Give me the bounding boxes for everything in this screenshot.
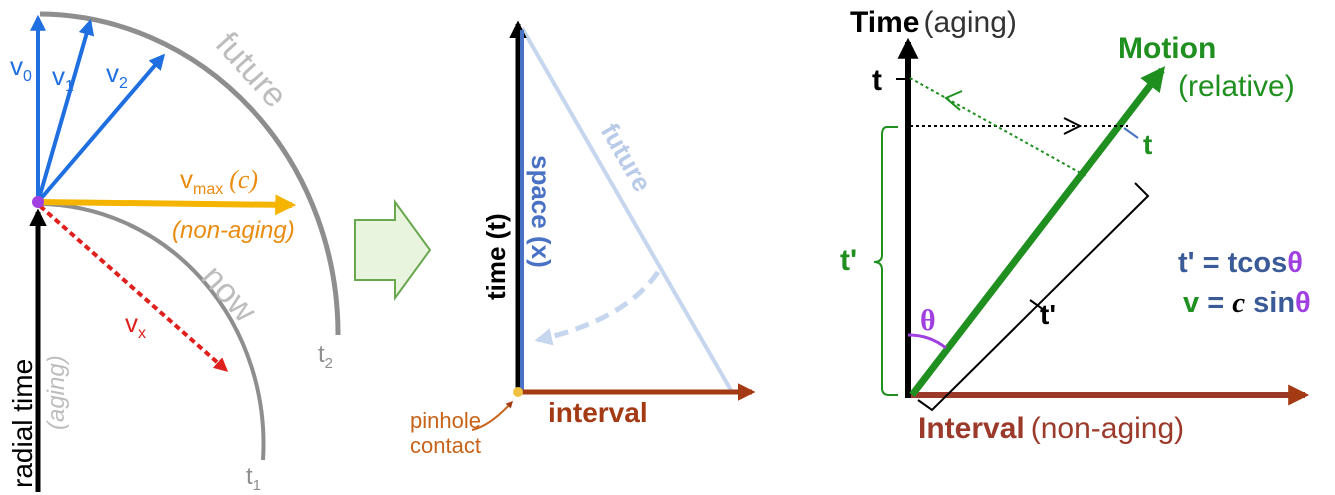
vx-arrow	[38, 204, 229, 372]
t-prime-mid-label: t'	[1040, 299, 1056, 330]
theta-arc	[907, 333, 947, 350]
t-axis-label: t	[872, 64, 882, 97]
future-label-2: future	[595, 118, 658, 197]
t2-label: t2	[318, 341, 333, 372]
future-label: future	[208, 25, 294, 115]
vmax-label: vmax(c)	[180, 164, 258, 198]
motion-label: Motion	[1118, 32, 1216, 65]
t-prime-bracket-tick	[1029, 299, 1045, 311]
pinhole-label-line1: pinhole	[410, 408, 481, 433]
vmax-arrow	[37, 194, 297, 216]
motion-t-tick	[1123, 127, 1139, 139]
transition-arrow-icon	[354, 198, 432, 302]
theta-label: θ	[920, 304, 936, 337]
t1-label: t1	[246, 463, 261, 494]
future-arc	[39, 11, 341, 336]
now-arc	[37, 202, 266, 461]
horizontal-projection-arrowhead	[1063, 117, 1083, 135]
equation-1: t' = tcosθ	[1178, 247, 1303, 279]
time-title: Time(aging)	[850, 6, 1017, 39]
pinhole-point	[513, 387, 523, 397]
interval-label: interval	[548, 397, 648, 428]
radial-time-label: radial time	[7, 359, 38, 488]
t-prime-left-label: t'	[840, 244, 857, 277]
motion-line	[909, 66, 1165, 398]
v0-label: v0	[10, 51, 32, 85]
v2-arrow	[36, 53, 166, 204]
v1-label: v1	[52, 61, 74, 95]
panel-radial-time: v0 v1 v2 vmax(c) (non-aging) vx future n…	[7, 11, 341, 494]
dashed-rotation-arrow	[534, 270, 661, 346]
panel-time-motion: Time(aging) Motion (relative) t t t' t' …	[840, 6, 1311, 445]
t-prime-brace	[873, 126, 898, 396]
aging-label: (aging)	[43, 355, 70, 430]
t-prime-bracket	[917, 182, 1150, 412]
non-aging-label: (non-aging)	[172, 217, 295, 244]
panel-time-space: time (t) space (x) future interval pinho…	[410, 20, 756, 458]
relative-label: (relative)	[1178, 70, 1295, 103]
t-motion-label: t	[1143, 129, 1152, 160]
future-line	[520, 27, 734, 393]
now-label: now	[194, 258, 264, 330]
equation-2: v = c sinθ	[1183, 287, 1311, 319]
origin-point	[32, 196, 44, 208]
time-t-label: time (t)	[481, 213, 511, 300]
vx-label: vx	[125, 308, 146, 342]
green-projection-arrowhead	[944, 90, 963, 111]
space-x-label: space (x)	[526, 155, 556, 268]
v2-label: v2	[106, 58, 128, 92]
v1-arrow	[36, 18, 95, 203]
pinhole-pointer	[471, 400, 513, 431]
interval-non-aging-label: Interval(non-aging)	[918, 412, 1184, 445]
pinhole-label-line2: contact	[410, 433, 481, 458]
